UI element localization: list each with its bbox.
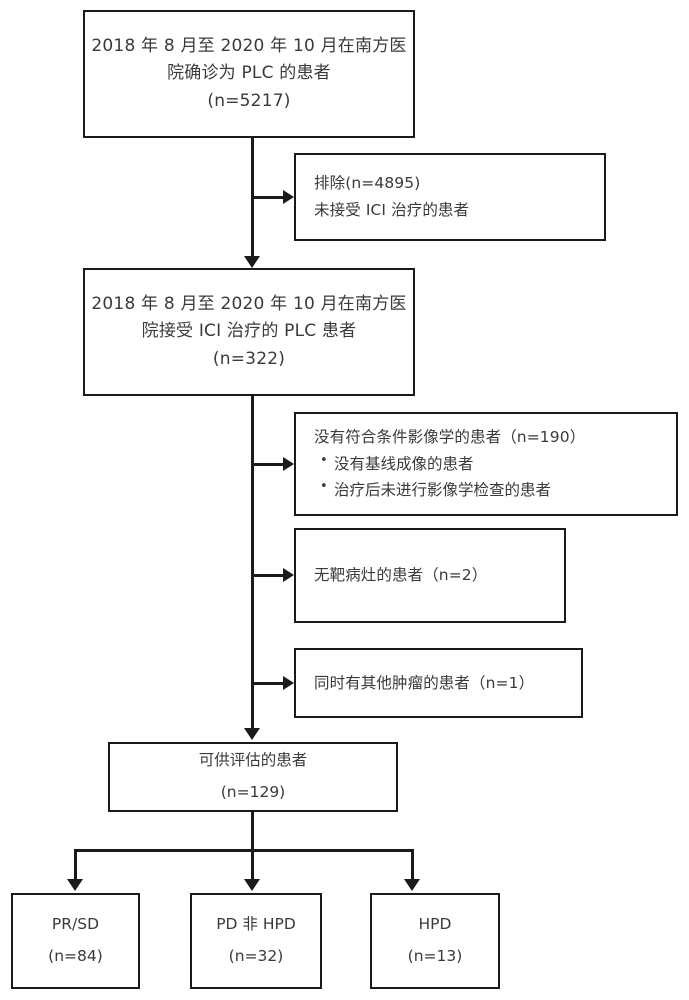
node-excluded-other-tumor: 同时有其他肿瘤的患者（n=1） [294,648,583,718]
node-evaluable-line1: 可供评估的患者 [198,751,308,770]
node-excluded-no-ici-text: 排除(n=4895) 未接受 ICI 治疗的患者 [314,170,469,223]
node-enrolled-cohort: 2018 年 8 月至 2020 年 10 月在南方医 院确诊为 PLC 的患者… [83,10,415,138]
arrowhead-pr-sd [67,879,83,891]
node-excluded-no-ici-line2: 未接受 ICI 治疗的患者 [314,201,470,219]
outcome-pd-non-hpd-text: PD 非 HPD (n=32) [216,909,296,973]
node-enrolled-cohort-line1: 2018 年 8 月至 2020 年 10 月在南方医 [91,35,407,56]
node-enrolled-cohort-line2: 院确诊为 PLC 的患者 [167,63,331,84]
node-ici-treated-text: 2018 年 8 月至 2020 年 10 月在南方医 院接受 ICI 治疗的 … [91,291,406,374]
node-ici-treated-count: (n=322) [212,348,286,369]
node-ici-treated-line2: 院接受 ICI 治疗的 PLC 患者 [141,321,357,342]
bullet-item: 治疗后未进行影像学检查的患者 [320,476,551,504]
arrowhead-branch-no-ici [283,190,294,204]
node-evaluable: 可供评估的患者 (n=129) [108,742,398,812]
node-ici-treated-line1: 2018 年 8 月至 2020 年 10 月在南方医 [91,293,407,314]
outcome-box-pr-sd: PR/SD (n=84) [11,893,140,989]
node-excluded-no-target-text: 无靶病灶的患者（n=2） [314,566,488,585]
bullet-item: 没有基线成像的患者 [320,450,551,478]
connector-branch-no-ici [251,196,285,199]
connector-drop-pr-sd [74,849,77,881]
connector-branch-other-tumor [251,682,285,685]
arrowhead-ici-to-evaluable [244,728,260,740]
node-excluded-no-imaging: 没有符合条件影像学的患者（n=190） 没有基线成像的患者 治疗后未进行影像学检… [294,412,678,516]
outcome-pd-non-hpd-count: (n=32) [228,947,284,965]
outcome-hpd-text: HPD (n=13) [408,909,463,973]
node-excluded-no-target: 无靶病灶的患者（n=2） [294,528,566,623]
outcome-pd-non-hpd-label: PD 非 HPD [216,915,296,934]
connector-evaluable-stem [251,812,254,852]
arrowhead-hpd [404,879,420,891]
outcome-box-pd-non-hpd: PD 非 HPD (n=32) [190,893,322,989]
node-excluded-no-imaging-heading: 没有符合条件影像学的患者（n=190） [314,428,586,447]
node-evaluable-text: 可供评估的患者 (n=129) [199,745,308,809]
outcome-pr-sd-label: PR/SD [51,915,100,934]
outcome-pr-sd-count: (n=84) [48,947,103,965]
node-ici-treated: 2018 年 8 月至 2020 年 10 月在南方医 院接受 ICI 治疗的 … [83,268,415,396]
arrowhead-pd-non-hpd [244,879,260,891]
node-excluded-other-tumor-text: 同时有其他肿瘤的患者（n=1） [314,673,535,692]
arrowhead-branch-no-target [283,568,294,582]
outcome-hpd-label: HPD [418,915,452,934]
connector-branch-no-target [251,574,285,577]
outcome-pr-sd-text: PR/SD (n=84) [48,909,103,973]
node-excluded-no-ici-line1: 排除(n=4895) [314,174,421,193]
connector-branch-no-imaging [251,463,285,466]
outcome-box-hpd: HPD (n=13) [370,893,500,989]
node-enrolled-cohort-count: (n=5217) [207,90,291,111]
arrowhead-branch-other-tumor [283,676,294,690]
outcome-hpd-count: (n=13) [407,947,463,965]
arrowhead-enrolled-to-ici [244,256,260,268]
node-evaluable-count: (n=129) [220,783,286,801]
connector-drop-hpd [411,849,414,881]
connector-outcome-distributor [74,849,414,852]
node-excluded-no-ici: 排除(n=4895) 未接受 ICI 治疗的患者 [294,153,606,241]
arrowhead-branch-no-imaging [283,457,294,471]
connector-ici-to-evaluable [251,396,254,730]
connector-drop-pd-non-hpd [251,849,254,881]
node-enrolled-cohort-text: 2018 年 8 月至 2020 年 10 月在南方医 院确诊为 PLC 的患者… [91,33,406,116]
node-excluded-no-imaging-bullets: 没有基线成像的患者 治疗后未进行影像学检查的患者 [314,450,551,504]
